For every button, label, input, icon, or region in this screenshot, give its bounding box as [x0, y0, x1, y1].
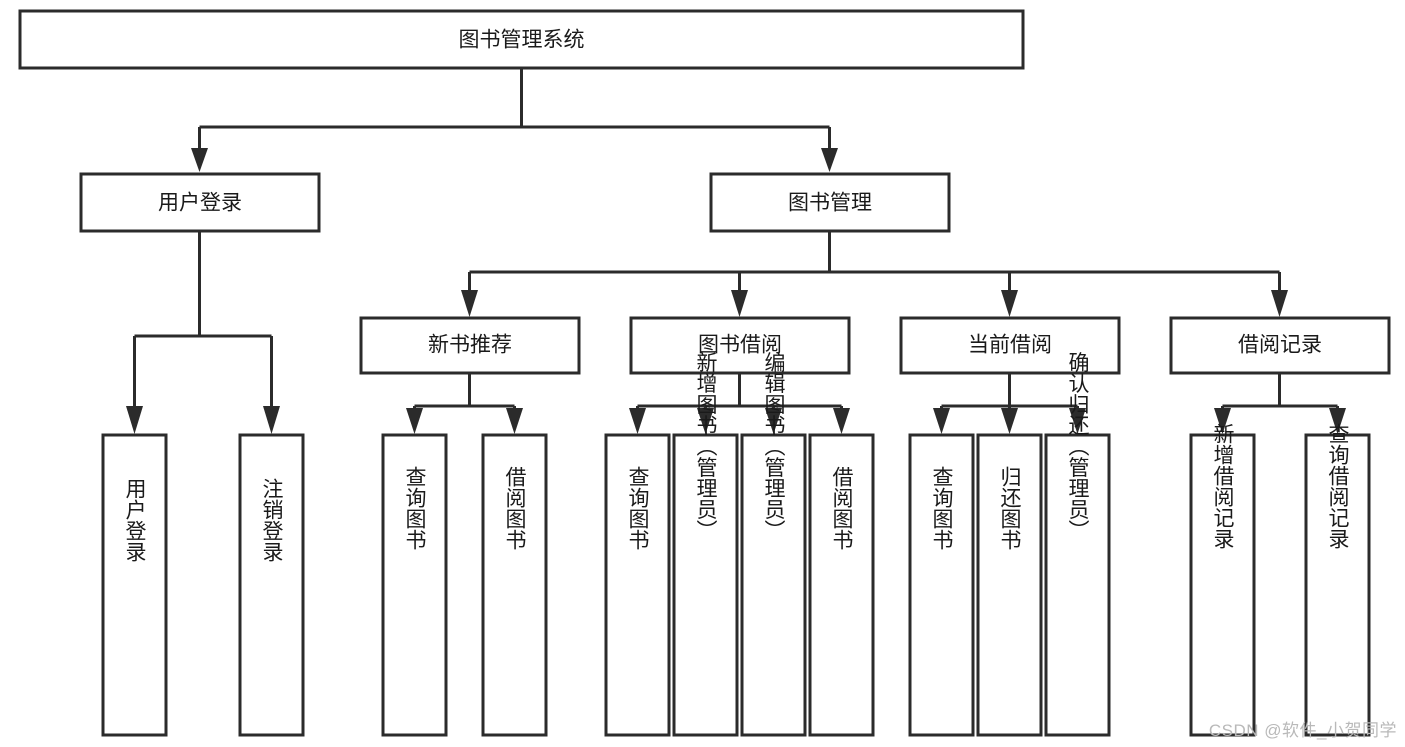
leaf-node-cb-confirm-return-admin[interactable]: 确认归还（管理员）: [1044, 352, 1111, 737]
arrow-head-current-borrow: [1001, 290, 1018, 317]
leaf-cb-1-box: [976, 433, 1043, 737]
arrow-head-user-login: [191, 148, 208, 172]
edges-book-management-to-level3: [461, 231, 1288, 317]
arrow-head-bb-leaf-0: [629, 408, 646, 434]
leaf-nbr-1-box: [481, 433, 548, 737]
leaf-bb-0-box: [604, 433, 671, 737]
arrow-head-bb-leaf-2: [765, 408, 782, 434]
edges-user-login-to-leaves: [126, 231, 280, 434]
edges-borrow-records-to-leaves: [1214, 373, 1346, 434]
node-new-book-recommend-box: [359, 316, 581, 375]
leaf-bb-1-label: 新增图书（管理员）: [694, 352, 718, 541]
leaf-bb-3-label: 借阅图书: [830, 466, 854, 550]
leaf-user-login-label: 用户登录: [123, 478, 147, 562]
leaf-user-login-box: [101, 433, 168, 737]
node-root-system[interactable]: 图书管理系统: [18, 9, 1025, 70]
node-book-management-box: [709, 172, 951, 233]
leaf-bb-2-box: [740, 433, 807, 737]
arrow-head-leaf-logout: [263, 406, 280, 434]
node-borrow-records[interactable]: 借阅记录: [1169, 316, 1391, 375]
leaf-node-bb-borrow-book[interactable]: 借阅图书: [808, 433, 875, 737]
leaf-node-cb-query-book[interactable]: 查询图书: [908, 433, 975, 737]
node-user-login-label: 用户登录: [158, 192, 242, 215]
node-root-label: 图书管理系统: [459, 29, 585, 52]
node-current-borrow-box: [899, 316, 1121, 375]
leaf-cb-2-box: [1044, 433, 1111, 737]
leaf-node-bb-query-book[interactable]: 查询图书: [604, 433, 671, 737]
leaf-node-br-query-record[interactable]: 查询借阅记录: [1304, 423, 1371, 737]
leaf-node-nbr-borrow-book[interactable]: 借阅图书: [481, 433, 548, 737]
node-root-box: [18, 9, 1025, 70]
leaf-bb-2-label: 编辑图书（管理员）: [762, 352, 786, 541]
arrow-head-cb-leaf-2: [1069, 408, 1086, 434]
node-current-borrow-label: 当前借阅: [968, 334, 1052, 357]
arrow-head-br-leaf-1: [1329, 408, 1346, 434]
leaf-node-bb-add-book-admin[interactable]: 新增图书（管理员）: [672, 352, 739, 737]
leaf-nbr-0-box: [381, 433, 448, 737]
node-book-borrow[interactable]: 图书借阅: [629, 316, 851, 375]
node-borrow-records-label: 借阅记录: [1238, 334, 1322, 357]
node-user-login[interactable]: 用户登录: [79, 172, 321, 233]
arrow-head-bb-leaf-3: [833, 408, 850, 434]
arrow-head-br-leaf-0: [1214, 408, 1231, 434]
leaf-br-1-box: [1304, 433, 1371, 737]
edges-root-to-level2: [191, 68, 838, 172]
arrow-head-book-mgmt: [821, 148, 838, 172]
leaf-logout-label: 注销登录: [260, 478, 284, 562]
node-book-borrow-box: [629, 316, 851, 375]
arrow-head-leaf-user-login: [126, 406, 143, 434]
arrow-head-bb-leaf-1: [697, 408, 714, 434]
leaf-node-br-add-record[interactable]: 新增借阅记录: [1189, 423, 1256, 737]
node-book-management[interactable]: 图书管理: [709, 172, 951, 233]
leaf-cb-2-label: 确认归还（管理员）: [1066, 352, 1090, 541]
leaf-node-logout[interactable]: 注销登录: [238, 433, 305, 737]
arrow-head-new-book-recommend: [461, 290, 478, 317]
node-book-borrow-label: 图书借阅: [698, 334, 782, 357]
arrow-head-nbr-leaf-1: [506, 408, 523, 434]
leaf-nbr-0-label: 查询图书: [403, 466, 427, 550]
edges-current-borrow-to-leaves: [933, 373, 1086, 434]
leaf-node-nbr-query-book[interactable]: 查询图书: [381, 433, 448, 737]
node-book-management-label: 图书管理: [788, 192, 872, 215]
leaf-node-cb-return-book[interactable]: 归还图书: [976, 433, 1043, 737]
arrow-head-cb-leaf-1: [1001, 408, 1018, 434]
leaf-node-user-login[interactable]: 用户登录: [101, 433, 168, 737]
leaf-nbr-1-label: 借阅图书: [503, 466, 527, 550]
leaf-cb-0-box: [908, 433, 975, 737]
leaf-logout-box: [238, 433, 305, 737]
node-borrow-records-box: [1169, 316, 1391, 375]
leaf-bb-0-label: 查询图书: [626, 466, 650, 550]
leaf-bb-1-box: [672, 433, 739, 737]
leaf-cb-0-label: 查询图书: [930, 466, 954, 550]
arrow-head-book-borrow: [731, 290, 748, 317]
arrow-head-nbr-leaf-0: [406, 408, 423, 434]
arrow-head-borrow-records: [1271, 290, 1288, 317]
node-new-book-recommend[interactable]: 新书推荐: [359, 316, 581, 375]
node-current-borrow[interactable]: 当前借阅: [899, 316, 1121, 375]
edges-new-book-recommend-to-leaves: [406, 373, 523, 434]
leaf-cb-1-label: 归还图书: [998, 466, 1022, 550]
leaf-br-0-label: 新增借阅记录: [1211, 423, 1235, 549]
csdn-watermark: CSDN @软件_小贺同学: [1208, 721, 1397, 740]
leaf-br-0-box: [1189, 433, 1256, 737]
leaf-bb-3-box: [808, 433, 875, 737]
node-new-book-recommend-label: 新书推荐: [428, 334, 512, 357]
leaf-node-bb-edit-book-admin[interactable]: 编辑图书（管理员）: [740, 352, 807, 737]
arrow-head-cb-leaf-0: [933, 408, 950, 434]
edges-book-borrow-to-leaves: [629, 373, 850, 434]
leaf-br-1-label: 查询借阅记录: [1326, 423, 1350, 549]
